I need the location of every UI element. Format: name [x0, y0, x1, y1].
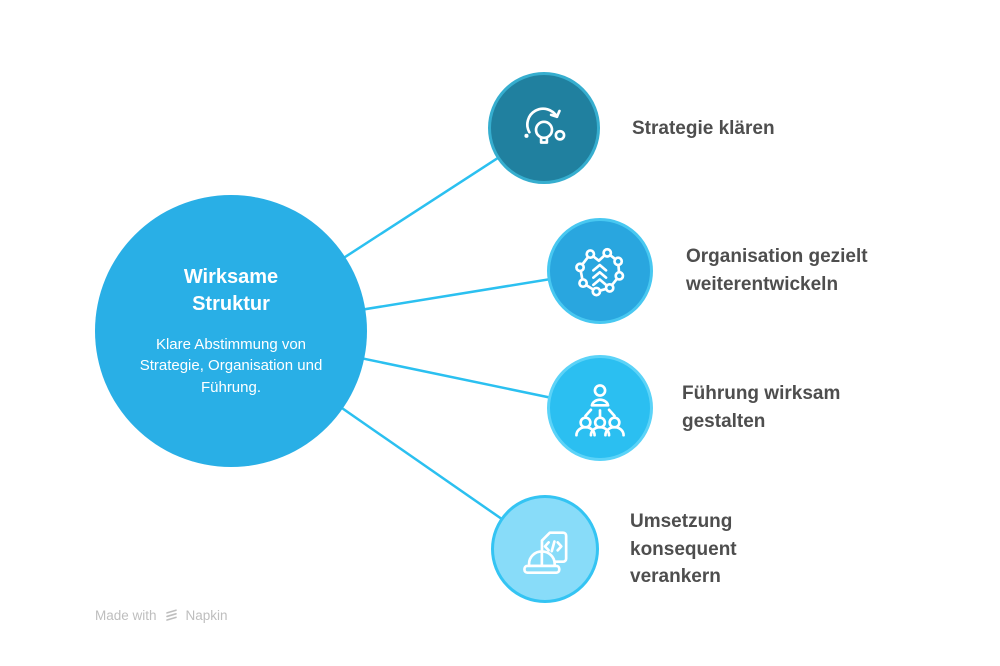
central-topic-circle: Wirksame Struktur Klare Abstimmung von S…	[95, 195, 367, 467]
node-circle-organisation	[547, 218, 653, 324]
node-circle-strategie	[488, 72, 600, 184]
central-topic-title: Wirksame Struktur	[183, 266, 279, 316]
node-circle-umsetzung	[491, 495, 599, 603]
node-label-strategie: Strategie klären	[632, 118, 775, 139]
node-label-fuehrung: Führung wirksam gestalten	[682, 383, 841, 432]
node-label-umsetzung: Umsetzung konsequent verankern	[630, 511, 737, 588]
napkin-attribution[interactable]: Made with Napkin	[95, 608, 228, 623]
leader-team-icon	[575, 384, 625, 437]
lightbulb-refresh-icon	[524, 107, 566, 144]
napkin-logo-icon	[165, 609, 177, 621]
node-label-organisation: Organisation gezielt weiterentwickeln	[686, 246, 868, 295]
node-circle-fuehrung	[547, 355, 653, 461]
napkin-brand-text: Napkin	[185, 608, 228, 623]
central-topic-description: Klare Abstimmung von Strategie, Organisa…	[139, 336, 323, 396]
made-with-text: Made with	[95, 608, 157, 623]
hardhat-code-document-icon	[523, 531, 568, 575]
network-upward-icon	[575, 247, 625, 297]
